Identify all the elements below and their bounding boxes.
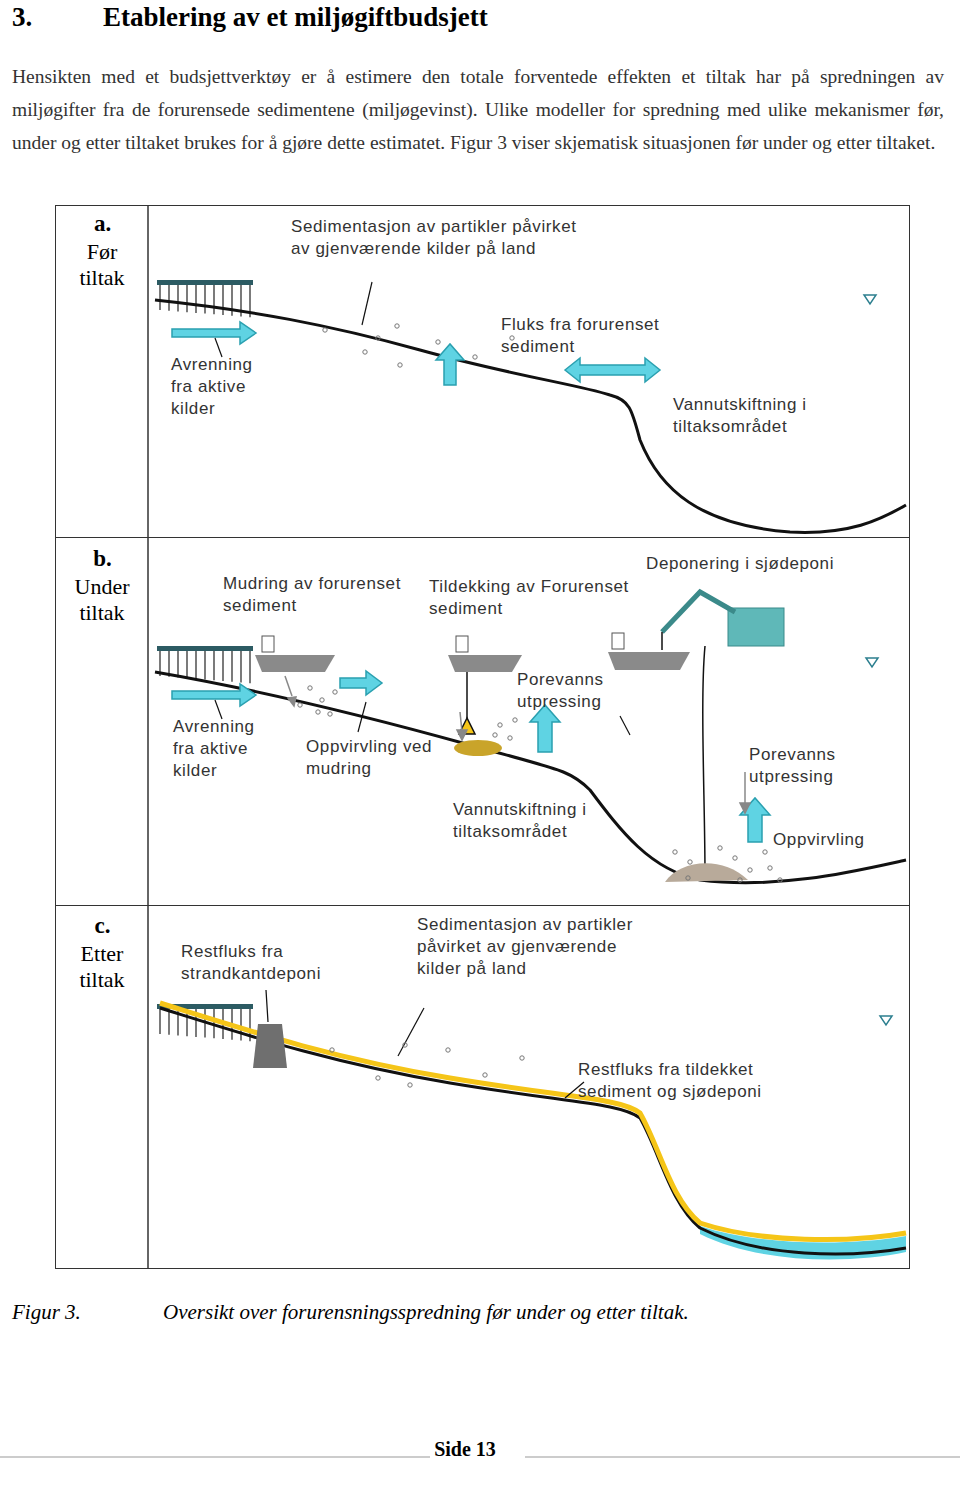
figure-panel: c.Etter tiltak Restfluks fra strandkantde… xyxy=(55,905,910,1269)
section-title: Etablering av et miljøgiftbudsjett xyxy=(103,2,488,33)
annotation: Oppvirvling xyxy=(773,829,893,851)
figure-number: Figur 3. xyxy=(12,1300,81,1325)
panel-label: Under tiltak xyxy=(72,574,132,626)
figure-caption: Oversikt over forurensningsspredning før… xyxy=(163,1300,689,1325)
page-number: Side 13 xyxy=(432,1437,498,1462)
section-number: 3. xyxy=(12,2,32,33)
annotation: Tildekking av Forurenset sediment xyxy=(429,576,634,620)
annotation: Avrenning fra aktive kilder xyxy=(171,354,276,420)
annotation: Sedimentasjon av partikler påvirket av g… xyxy=(291,216,601,260)
panel-label: b. xyxy=(56,546,149,572)
panel-label: c. xyxy=(56,913,149,939)
figure-panel: b.Under tiltak Mudring av forurenset sedi… xyxy=(55,537,910,906)
annotation: Mudring av forurenset sediment xyxy=(223,573,423,617)
annotation: Avrenning fra aktive kilder xyxy=(173,716,278,782)
panel-label: Før tiltak xyxy=(72,239,132,291)
annotation: Restfluks fra strandkantdeponi xyxy=(181,941,361,985)
annotation: Deponering i sjødeponi xyxy=(646,553,901,575)
panel-label: a. xyxy=(56,211,149,237)
annotation: Sedimentasjon av partikler påvirket av g… xyxy=(417,914,642,980)
annotation: Restfluks fra tildekket sediment og sjød… xyxy=(578,1059,823,1103)
annotation: Fluks fra forurenset sediment xyxy=(501,314,696,358)
annotation: Porevanns utpressing xyxy=(749,744,869,788)
annotation: Vannutskiftning i tiltaksområdet xyxy=(673,394,863,438)
annotation: Oppvirvling ved mudring xyxy=(306,736,446,780)
body-paragraph: Hensikten med et budsjettverktøy er å es… xyxy=(12,60,944,159)
figure-panel: a.Før tiltak Sedimentasjon av partikler p… xyxy=(55,205,910,538)
panel-label: Etter tiltak xyxy=(72,941,132,993)
annotation: Vannutskiftning i tiltaksområdet xyxy=(453,799,643,843)
annotation: Porevanns utpressing xyxy=(517,669,637,713)
